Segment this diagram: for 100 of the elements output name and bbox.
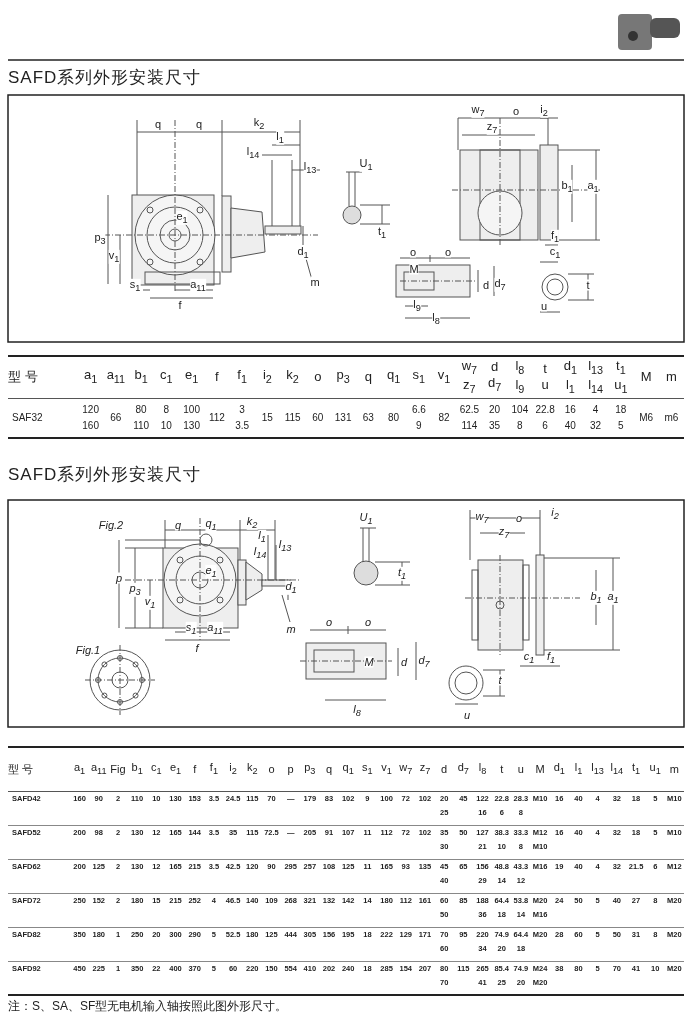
column-heading: t$_{1}$ u$_{1}$ [608, 356, 634, 398]
dimension-label: U$_{1}$ [359, 511, 373, 527]
dimension-label: s$_{1}$ [185, 621, 197, 637]
dimension-value: 131 [330, 398, 356, 438]
dimension-label: Fig.2 [98, 519, 124, 531]
dimension-label: l$_{1}$ [258, 529, 266, 545]
dimension-label: M [364, 656, 374, 668]
dimension-value: 22.8 6 [532, 398, 558, 438]
dimension-label: d$_{7}$ [418, 654, 430, 670]
dimension-label: a$_{11}$ [190, 278, 206, 294]
dimension-value: 62.5 114 [456, 398, 482, 438]
dimension-label: v$_{1}$ [144, 595, 156, 611]
dimension-value: 20 35 [482, 398, 508, 438]
column-heading: t$_{1}$ [626, 747, 646, 791]
column-heading: t u [532, 356, 558, 398]
dimension-value: 80 [381, 398, 407, 438]
column-heading: d$_{7}$ [453, 747, 473, 791]
column-heading: q [319, 747, 339, 791]
column-heading: i$_{2}$ [223, 747, 243, 791]
column-heading: m [664, 747, 684, 791]
column-heading: b$_{1}$ [127, 747, 147, 791]
dimension-label: t$_{1}$ [397, 566, 407, 582]
dimension-value: 100 130 [179, 398, 205, 438]
column-heading: 型 号 [8, 356, 78, 398]
column-heading: v$_{1}$ [377, 747, 397, 791]
column-heading: p [281, 747, 301, 791]
dimension-label: d [482, 279, 490, 291]
dimension-value: 8 10 [153, 398, 179, 438]
dimension-value: m6 [658, 398, 684, 438]
column-heading: l$_{1}$ [568, 747, 589, 791]
dimension-value: 82 [431, 398, 457, 438]
column-heading: f [185, 747, 205, 791]
column-heading: M [530, 747, 550, 791]
dimension-value: 66 [103, 398, 129, 438]
dimension-value: 112 [204, 398, 230, 438]
dimension-value: 4 32 [583, 398, 609, 438]
column-heading: 型 号 [8, 747, 70, 791]
column-heading: i$_{2}$ [254, 356, 280, 398]
dimension-label: d$_{1}$ [285, 580, 297, 596]
dimension-label: v$_{1}$ [108, 249, 120, 265]
column-heading: o [305, 356, 331, 398]
column-heading: q [355, 356, 381, 398]
column-heading: c$_{1}$ [153, 356, 179, 398]
dimension-value: 104 8 [507, 398, 533, 438]
dimension-value: 18 5 [608, 398, 634, 438]
dimension-label: e$_{1}$ [176, 210, 188, 226]
column-heading: k$_{2}$ [242, 747, 262, 791]
dimension-label: e$_{1}$ [205, 564, 217, 580]
dimension-label: s$_{1}$ [129, 278, 141, 294]
column-heading: u [511, 747, 531, 791]
dimension-value: 60 [305, 398, 331, 438]
dimension-label: f [195, 642, 199, 654]
dimension-label: t [498, 674, 502, 686]
section-heading: SAFD系列外形安装尺寸 [8, 464, 202, 486]
dimension-value: 80 110 [128, 398, 154, 438]
footnote: 注：S、SA、SF型无电机输入轴按照此图外形尺寸。 [8, 999, 288, 1013]
column-heading: a$_{1}$ [78, 356, 104, 398]
column-heading: l$_{14}$ [607, 747, 627, 791]
column-heading: b$_{1}$ [128, 356, 154, 398]
dimension-label: p$_{3}$ [94, 231, 106, 247]
column-heading: e$_{1}$ [179, 356, 205, 398]
dimension-label: d [400, 656, 408, 668]
dimension-value: 120 160 [78, 398, 104, 438]
column-heading: f$_{1}$ [229, 356, 255, 398]
column-heading: u$_{1}$ [645, 747, 665, 791]
dimension-value: 6.6 9 [406, 398, 432, 438]
dimension-label: b$_{1}$ [561, 179, 573, 195]
dimension-value: 63 [355, 398, 381, 438]
column-heading: s$_{1}$ [357, 747, 377, 791]
column-heading: t [492, 747, 512, 791]
dimension-label: i$_{2}$ [540, 103, 548, 119]
dimension-label: k$_{2}$ [246, 515, 258, 531]
column-heading: k$_{2}$ [280, 356, 306, 398]
column-heading: Fig [108, 747, 128, 791]
dimension-label: a$_{11}$ [207, 621, 223, 637]
column-heading: p$_{3}$ [330, 356, 356, 398]
dimension-label: U$_{1}$ [359, 157, 373, 173]
dimension-label: Fig.1 [75, 644, 101, 656]
dimension-label: l$_{8}$ [353, 703, 361, 719]
dimension-label: t [586, 279, 590, 291]
column-heading: d$_{1}$ [549, 747, 569, 791]
column-heading: d$_{1}$ l$_{1}$ [557, 356, 583, 398]
section-heading: SAFD系列外形安装尺寸 [8, 67, 202, 89]
dimension-label: k$_{2}$ [253, 116, 265, 132]
dimension-label: p$_{3}$ [129, 582, 141, 598]
column-heading: l$_{8}$ l$_{9}$ [507, 356, 533, 398]
column-heading: d d$_{7}$ [482, 356, 508, 398]
dimension-label: b$_{1}$ [590, 590, 602, 606]
column-heading: f [204, 356, 230, 398]
dimension-label: l$_{14}$ [246, 145, 260, 161]
column-heading: a$_{11}$ [89, 747, 109, 791]
dimension-label: l$_{13}$ [278, 538, 292, 554]
column-heading: l$_{13}$ l$_{14}$ [583, 356, 609, 398]
column-heading: q$_{1}$ [381, 356, 407, 398]
column-heading: o [261, 747, 282, 791]
dimension-label: l$_{8}$ [432, 311, 440, 327]
dimension-value: M6 [633, 398, 659, 438]
dimension-label: l$_{14}$ [253, 545, 267, 561]
column-heading: M [633, 356, 659, 398]
column-heading: v$_{1}$ [431, 356, 457, 398]
